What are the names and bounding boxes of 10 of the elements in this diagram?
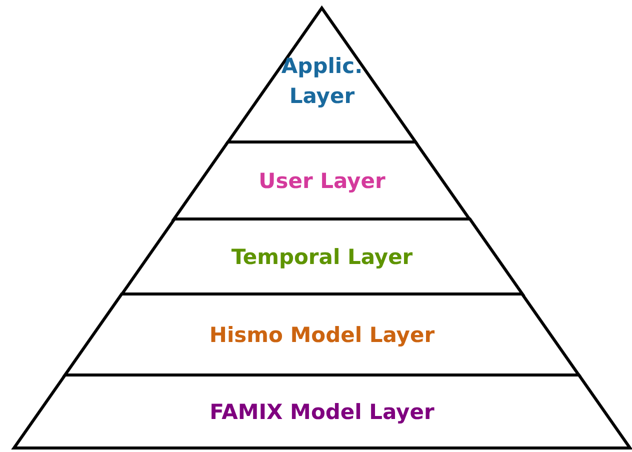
layer-label: FAMIX Model Layer bbox=[210, 398, 434, 426]
pyramid-layer bbox=[228, 8, 416, 142]
layer-label: User Layer bbox=[258, 168, 386, 194]
pyramid-layer bbox=[65, 294, 579, 375]
layer-label: Temporal Layer bbox=[231, 244, 413, 270]
pyramid-layer bbox=[122, 219, 522, 294]
pyramid-layer bbox=[174, 142, 470, 219]
pyramid-layer bbox=[14, 375, 630, 448]
layer-label: Hismo Model Layer bbox=[209, 322, 435, 348]
layer-label: Applic. Layer bbox=[280, 53, 364, 110]
